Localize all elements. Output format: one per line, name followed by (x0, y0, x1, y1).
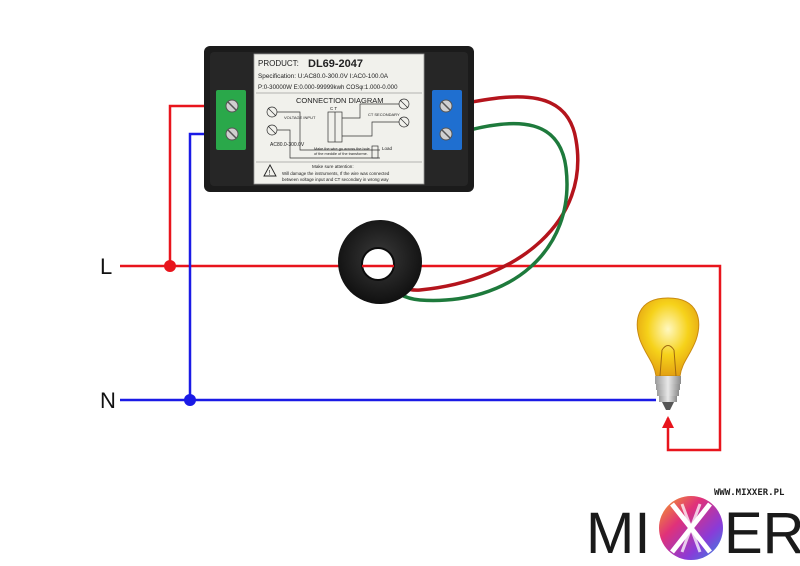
brand-xx-mark (659, 496, 723, 560)
live-wire (120, 104, 722, 452)
product-label: PRODUCT: (258, 59, 299, 68)
spec-line: Specification: U:AC80.0-300.0V I:AC0-100… (258, 73, 389, 80)
warning-line-1: Will damage the instruments, If the wire… (282, 171, 390, 176)
bulb-arrow-icon (662, 416, 674, 428)
warning-icon (263, 164, 277, 177)
ct-terminal-block (432, 90, 462, 150)
live-line-label: L (100, 254, 112, 279)
neutral-line-label: N (100, 388, 116, 413)
light-bulb-icon (636, 297, 700, 410)
svg-text:!: ! (269, 170, 271, 177)
voltage-input-label: VOLTAGE INPUT (284, 115, 316, 120)
ct-secondary-label: CT SECONDARY (368, 112, 400, 117)
load-label: Load (382, 146, 393, 151)
ct-note-1: Make the wire go across the hole (314, 147, 370, 151)
warning-line-2: between voltage input and CT secondary i… (282, 177, 389, 182)
brand-url: WWW.MIXXER.PL (714, 488, 785, 498)
ct-label: C T (330, 106, 337, 111)
meter-model: DL69-2047 (308, 58, 363, 70)
live-junction-dot (164, 260, 176, 272)
brand-name-right: ER (724, 501, 800, 566)
neutral-junction-dot (184, 394, 196, 406)
brand-name-left: MI (586, 501, 650, 566)
attention-label: Make sure attention: (312, 164, 354, 169)
spec-line-2: P:0-30000W E:0.000-99999kwh COSφ:1.000-0… (258, 84, 398, 91)
power-meter: PRODUCT: DL69-2047 Specification: U:AC80… (204, 46, 474, 192)
connection-diagram-title: CONNECTION DIAGRAM (296, 96, 384, 105)
voltage-range-label: AC80.0-300.0V (270, 142, 305, 148)
inner-schematic (266, 98, 410, 159)
current-transformer (338, 220, 422, 304)
mixxer-logo: WWW.MIXXER.PL MI ER (586, 488, 800, 566)
voltage-terminal-block (216, 90, 246, 150)
meter-label-sticker (253, 53, 425, 185)
ct-note-2: of the meddle of the transforme. (314, 152, 368, 156)
